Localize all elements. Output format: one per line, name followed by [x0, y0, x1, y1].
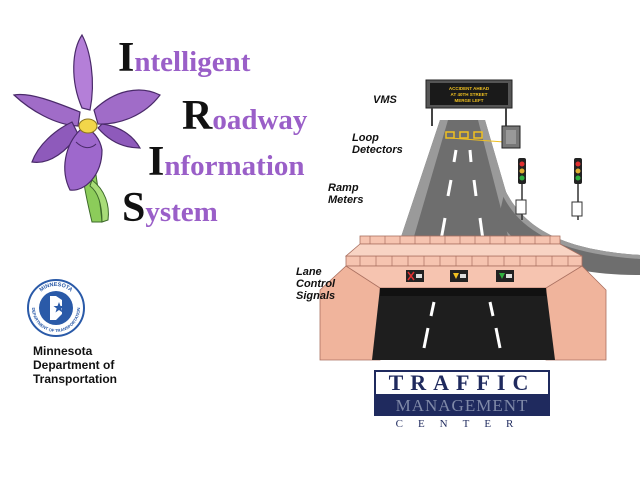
- vms-gantry: ACCIDENT AHEAD AT 40TH STREET MERGE LEFT: [425, 79, 513, 126]
- tmc-logo-center: CENTER: [395, 418, 529, 430]
- lane-control-signals: [406, 270, 514, 282]
- vms-label: VMS: [373, 94, 397, 106]
- iris-word-roadway: oadway: [212, 104, 308, 136]
- freeway-diagram: ACCIDENT AHEAD AT 40TH STREET MERGE LEFT: [319, 79, 640, 361]
- iris-word-information: nformation: [164, 150, 305, 182]
- vms-sign-line-1: ACCIDENT AHEAD: [449, 86, 490, 91]
- mndot-name: Minnesota Department of Transportation: [33, 344, 117, 386]
- iris-flower-illustration: [12, 33, 161, 223]
- iris-word-system: ystem: [145, 196, 218, 228]
- mndot-line-1: Minnesota: [33, 344, 93, 358]
- loop-detectors: [445, 125, 521, 149]
- iris-title-line-2: Roadway: [182, 92, 307, 140]
- iris-word-intelligent: ntelligent: [134, 46, 251, 78]
- tmc-logo-management: MANAGEMENT: [374, 396, 550, 416]
- mndot-line-2: Department of: [33, 358, 115, 372]
- iris-title-line-1: Intelligent: [118, 34, 250, 82]
- seal-top-text: MINNESOTA: [39, 282, 74, 293]
- vms-sign-line-3: MERGE LEFT: [455, 98, 484, 103]
- iris-initial-i: I: [118, 35, 135, 81]
- vms-sign-line-2: AT 40TH STREET: [451, 92, 488, 97]
- iris-initial-r: R: [182, 93, 213, 139]
- tmc-logo-traffic: TRAFFIC: [374, 370, 550, 396]
- iris-initial-i2: I: [148, 139, 165, 185]
- mndot-seal-logo: MINNESOTA DEPARTMENT OF TRANSPORTATION: [27, 279, 85, 337]
- iris-title-line-4: System: [122, 184, 218, 232]
- mndot-line-3: Transportation: [33, 372, 118, 386]
- overpass-bridge: [319, 235, 607, 361]
- ramp-meter-signals: [515, 158, 583, 220]
- iris-title-line-3: Information: [148, 138, 305, 186]
- iris-initial-s: S: [122, 185, 146, 231]
